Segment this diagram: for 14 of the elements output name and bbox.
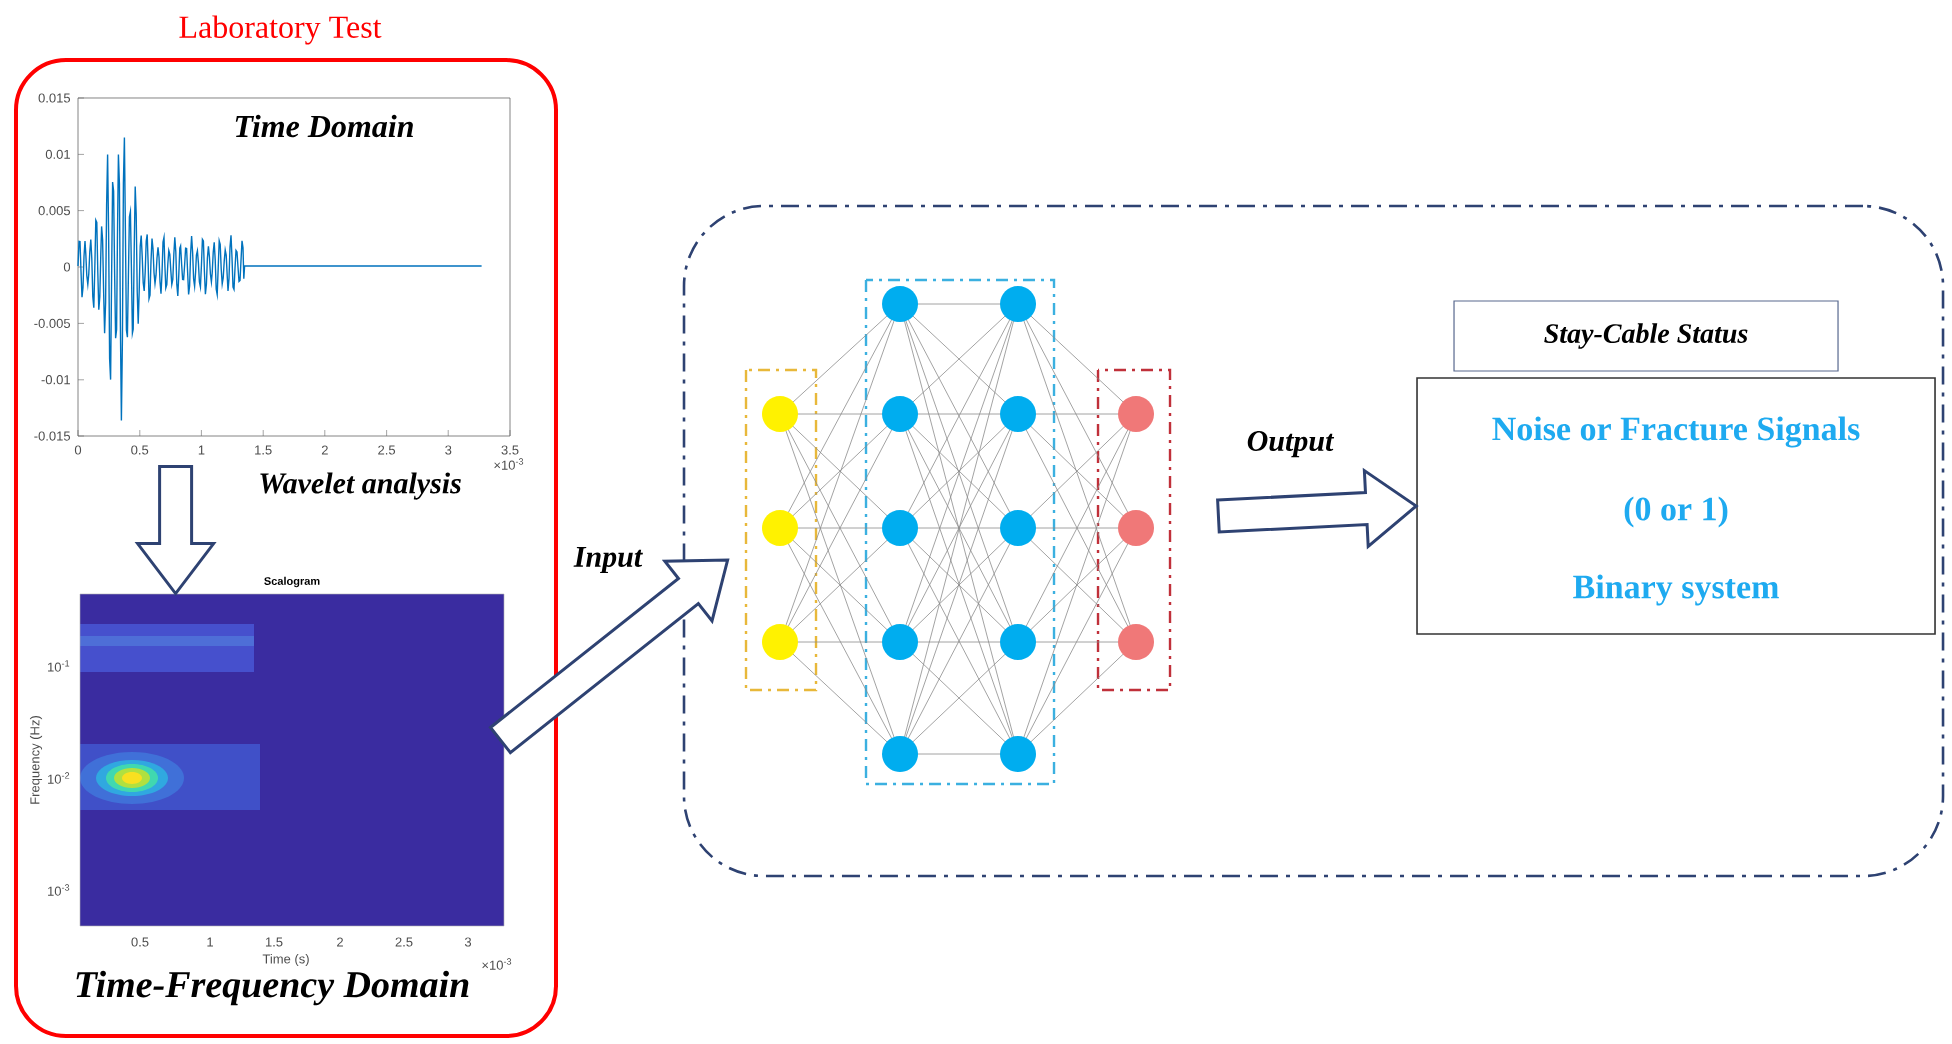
result-text: Binary system	[1573, 574, 1779, 606]
edge-label: Input	[573, 547, 643, 574]
edge-label: Output	[1247, 430, 1335, 458]
panel-title: Laboratory Test	[179, 15, 382, 45]
edge-label: Wavelet analysis	[260, 472, 461, 500]
result-text: (0 or 1)	[1624, 496, 1728, 528]
neural-network-drawing	[744, 278, 1172, 786]
hollow-arrow	[134, 464, 217, 597]
result-text: Noise or Fracture Signals	[1492, 416, 1860, 448]
hollow-arrow	[1216, 467, 1419, 550]
chart-heading: Time Domain	[235, 114, 413, 138]
dash-dot-frame	[682, 204, 1945, 878]
title-box: Stay-Cable Status	[1453, 300, 1839, 372]
chart-heading: Time-Frequency Domain	[76, 970, 469, 1006]
